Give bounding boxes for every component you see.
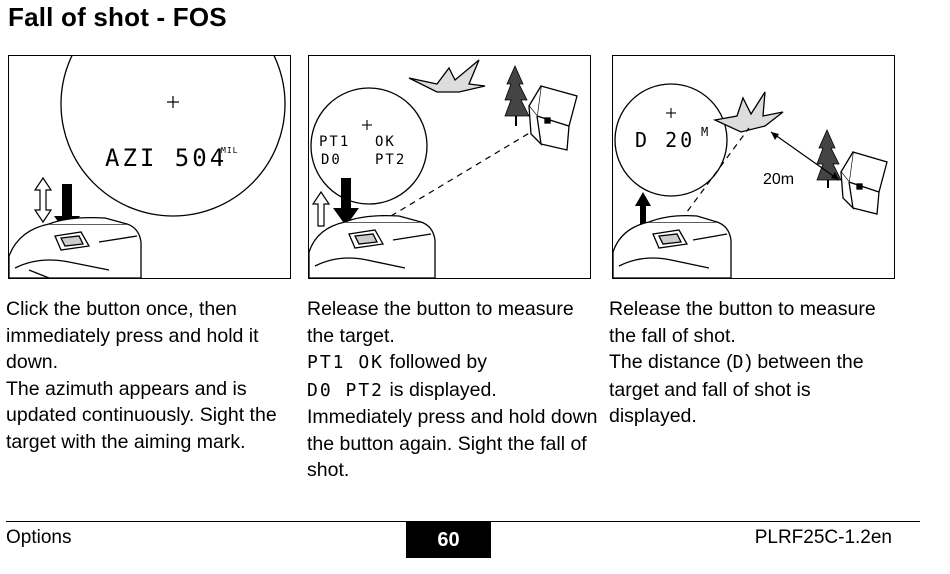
footer-document-id: PLRF25C-1.2en (754, 527, 892, 548)
distance-label: 20m (763, 171, 794, 188)
footer-section-name: Options (6, 527, 72, 548)
illustration-azimuth-drawing: AZI 504 MIL (9, 56, 286, 278)
illustration-azimuth: AZI 504 MIL (8, 55, 291, 279)
step-2-lcd-2: D0 PT2 (307, 379, 385, 401)
step-2-lcd-1: PT1 OK (307, 352, 385, 373)
lcd-pt1: PT1 (319, 134, 350, 150)
lcd-d0: D0 (321, 152, 342, 168)
illustration-fall-of-shot-drawing: D 20 M 20m (613, 83, 888, 278)
instruction-step-2: Release the button to measure the target… (307, 296, 599, 484)
step-2-text-1: Release the button to measure the target… (307, 298, 574, 347)
explosion-icon (712, 91, 784, 133)
distance-arrowhead-end (831, 172, 839, 180)
press-down-arrow-icon (333, 178, 359, 226)
lcd-unit: M (701, 125, 708, 139)
instruction-step-3: Release the button to measure the fall o… (609, 296, 901, 430)
explosion-icon (408, 59, 486, 93)
house-icon (528, 85, 578, 151)
illustration-measure-target-drawing: PT1 OK D0 PT2 (309, 59, 578, 278)
distance-line (770, 131, 840, 181)
viewfinder-circle (60, 56, 286, 217)
lcd-ok: OK (375, 134, 396, 150)
distance-arrowhead-start (771, 132, 779, 140)
step-2-text-4: Immediately press and hold down the butt… (307, 406, 598, 481)
page-number: 60 (406, 522, 491, 558)
step-2-text-3: is displayed. (384, 378, 497, 401)
illustration-fall-of-shot: D 20 M 20m (612, 55, 895, 279)
step-1-text-1: Click the button once, then immediately … (6, 298, 259, 373)
press-hold-arrow-icon (33, 176, 53, 224)
step-3-text-1: Release the button to measure the fall o… (609, 298, 876, 347)
rangefinder-device-icon (613, 214, 732, 278)
tree-icon (504, 65, 530, 126)
house-icon (840, 151, 888, 215)
page-title: Fall of shot - FOS (8, 2, 227, 32)
illustration-measure-target: PT1 OK D0 PT2 (308, 55, 591, 279)
rangefinder-device-icon (9, 216, 142, 278)
step-3-lcd-1: D (732, 352, 746, 373)
step-3-text-2a: The distance ( (609, 351, 733, 373)
rangefinder-device-icon (309, 214, 436, 278)
lcd-pt2: PT2 (375, 152, 406, 168)
lcd-distance: D 20 (635, 128, 695, 152)
tree-icon (816, 129, 842, 188)
viewfinder-circle (614, 83, 728, 197)
instruction-step-1: Click the button once, then immediately … (6, 296, 298, 455)
viewfinder-circle (310, 87, 428, 205)
release-arrow-icon (311, 190, 331, 227)
step-1-text-2: The azimuth appears and is updated conti… (6, 377, 277, 453)
footer-divider (6, 521, 920, 522)
laser-beam-line (390, 131, 532, 217)
step-3-text-2b: ) between the target and fall of shot is… (609, 351, 864, 427)
laser-beam-line (680, 127, 750, 221)
release-arrow-icon (635, 192, 651, 228)
azimuth-unit: MIL (221, 146, 238, 155)
step-2-text-2: followed by (384, 351, 488, 373)
azimuth-readout: AZI 504 (105, 144, 227, 172)
